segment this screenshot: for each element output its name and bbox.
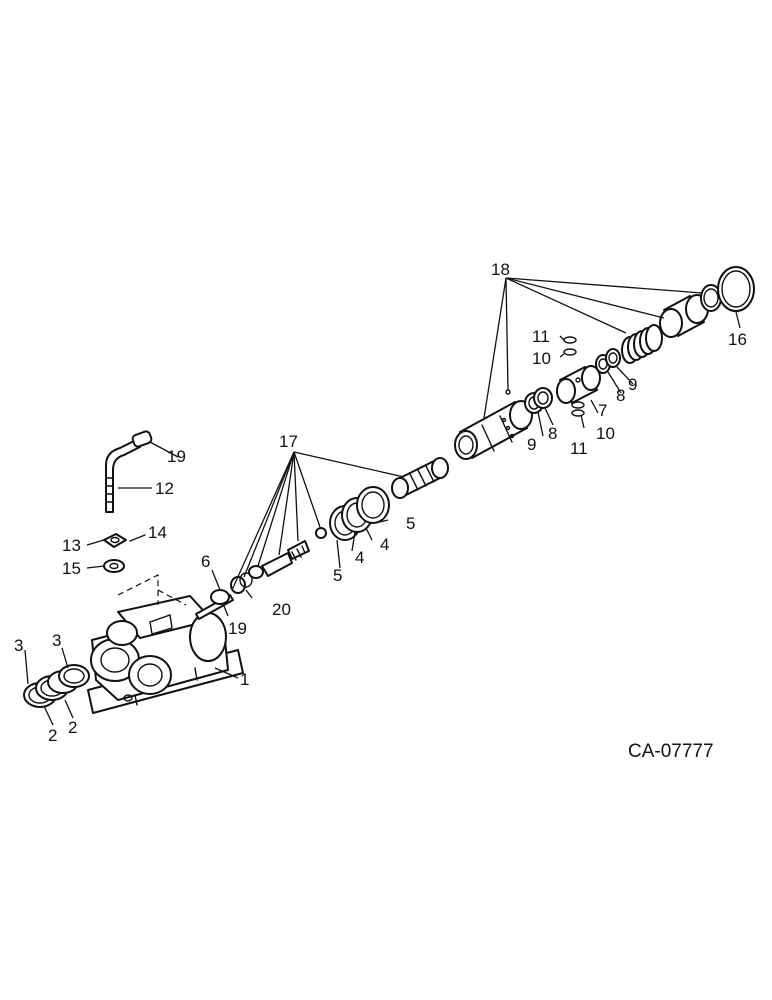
seal-rings-middle bbox=[329, 486, 390, 541]
tube-fitting-assembly bbox=[103, 430, 187, 606]
callout-17: 17 bbox=[279, 432, 298, 451]
callout-18: 18 bbox=[491, 260, 510, 279]
callout-labels: 1 2 2 3 3 4 4 5 5 6 7 8 8 9 9 10 10 11 1… bbox=[14, 260, 747, 745]
valve-body bbox=[87, 595, 244, 714]
callout-2a: 2 bbox=[48, 726, 57, 745]
callout-11b: 11 bbox=[570, 439, 588, 458]
snap-ring bbox=[717, 266, 755, 312]
callout-1: 1 bbox=[240, 670, 249, 689]
callout-11a: 11 bbox=[532, 327, 550, 346]
callout-9b: 9 bbox=[628, 375, 637, 394]
callout-5a: 5 bbox=[333, 566, 342, 585]
callout-12: 12 bbox=[155, 479, 174, 498]
large-sleeve bbox=[454, 400, 533, 460]
callout-3b: 3 bbox=[52, 631, 61, 650]
drawing-code: CA-07777 bbox=[628, 741, 714, 762]
sleeve-spring bbox=[391, 457, 449, 499]
callout-10a: 10 bbox=[532, 349, 551, 368]
spool-assembly bbox=[195, 527, 327, 620]
seal-rings-left bbox=[23, 664, 90, 708]
washers-center bbox=[524, 387, 553, 414]
callout-8b: 8 bbox=[616, 386, 625, 405]
washers-right bbox=[595, 348, 621, 374]
callout-13: 13 bbox=[62, 536, 81, 555]
callout-19b: 19 bbox=[228, 619, 247, 638]
callout-7: 7 bbox=[598, 401, 607, 420]
cylinder-part-7 bbox=[556, 365, 601, 404]
callout-20: 20 bbox=[272, 600, 291, 619]
callout-14: 14 bbox=[148, 523, 167, 542]
callout-4a: 4 bbox=[355, 548, 364, 567]
callout-6: 6 bbox=[201, 552, 210, 571]
callout-10b: 10 bbox=[596, 424, 615, 443]
callout-19a: 19 bbox=[167, 447, 186, 466]
callout-5b: 5 bbox=[406, 514, 415, 533]
callout-9a: 9 bbox=[527, 435, 536, 454]
callout-8a: 8 bbox=[548, 424, 557, 443]
callout-15: 15 bbox=[62, 559, 81, 578]
callout-4b: 4 bbox=[380, 535, 389, 554]
callout-16: 16 bbox=[728, 330, 747, 349]
leader-lines bbox=[24, 277, 741, 726]
callout-3a: 3 bbox=[14, 636, 23, 655]
end-cap bbox=[659, 284, 722, 338]
spring-right bbox=[621, 324, 663, 364]
callout-2b: 2 bbox=[68, 718, 77, 737]
